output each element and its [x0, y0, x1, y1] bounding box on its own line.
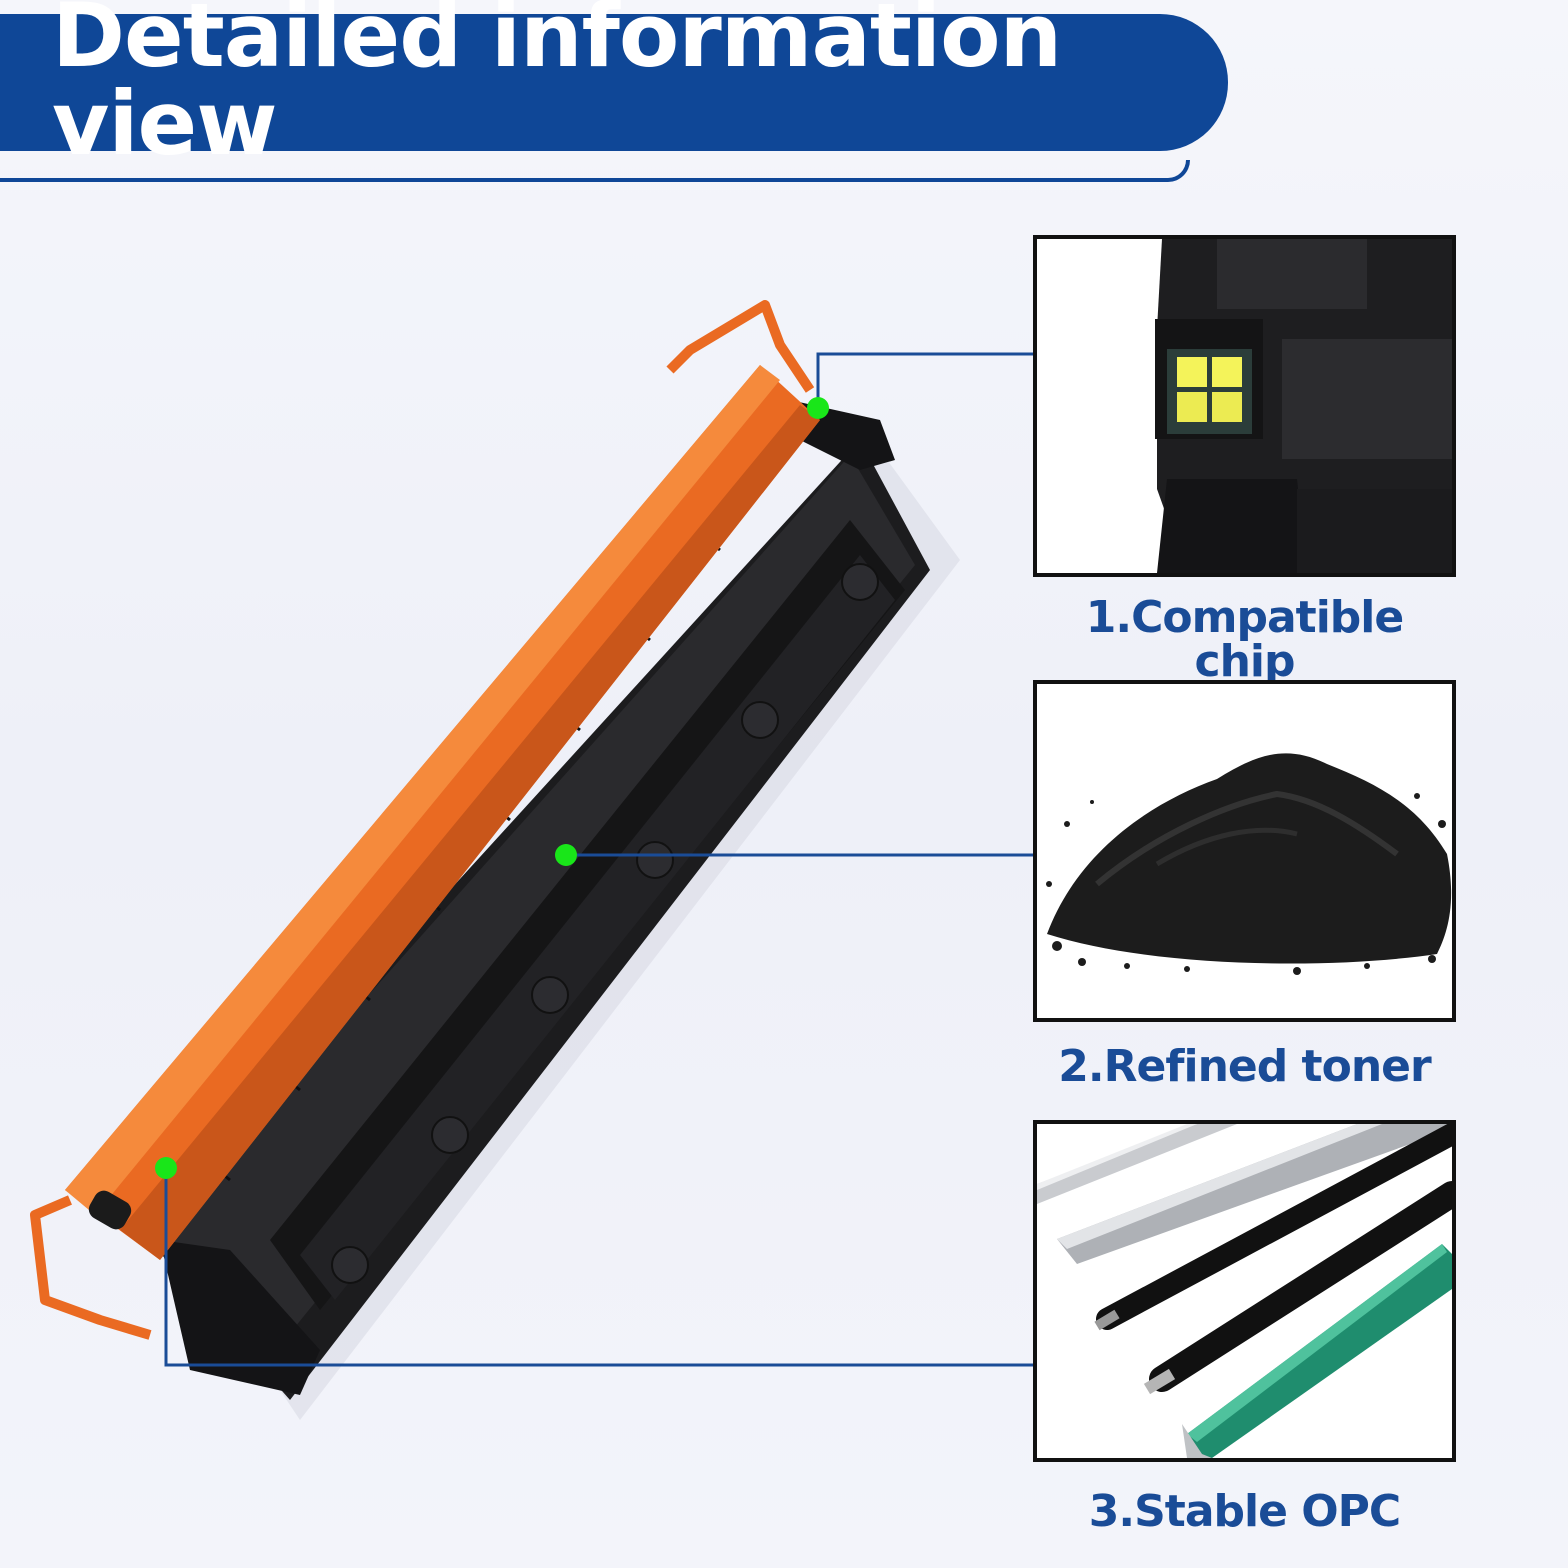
- connector-line-opc: [164, 1168, 1033, 1367]
- marker-dot-chip: [807, 397, 829, 419]
- opc-drum-icon: [1037, 1124, 1452, 1458]
- toner-powder-icon: [1037, 684, 1452, 1018]
- opc-panel: [1033, 1120, 1456, 1462]
- chip-panel: [1033, 235, 1456, 577]
- toner-panel: [1033, 680, 1456, 1022]
- marker-dot-toner: [555, 844, 577, 866]
- page-title: Detailed information view: [52, 0, 1062, 175]
- marker-dot-opc: [155, 1157, 177, 1179]
- feature-label-opc: 3.Stable OPC: [1088, 1486, 1401, 1537]
- title-banner: Detailed information view: [0, 0, 1228, 167]
- feature-label-toner: 2.Refined toner: [1058, 1041, 1431, 1092]
- chip-icon: [1037, 239, 1452, 573]
- feature-label-chip: 1.Compatible chip: [1085, 592, 1404, 687]
- connector-line-chip: [816, 352, 1033, 408]
